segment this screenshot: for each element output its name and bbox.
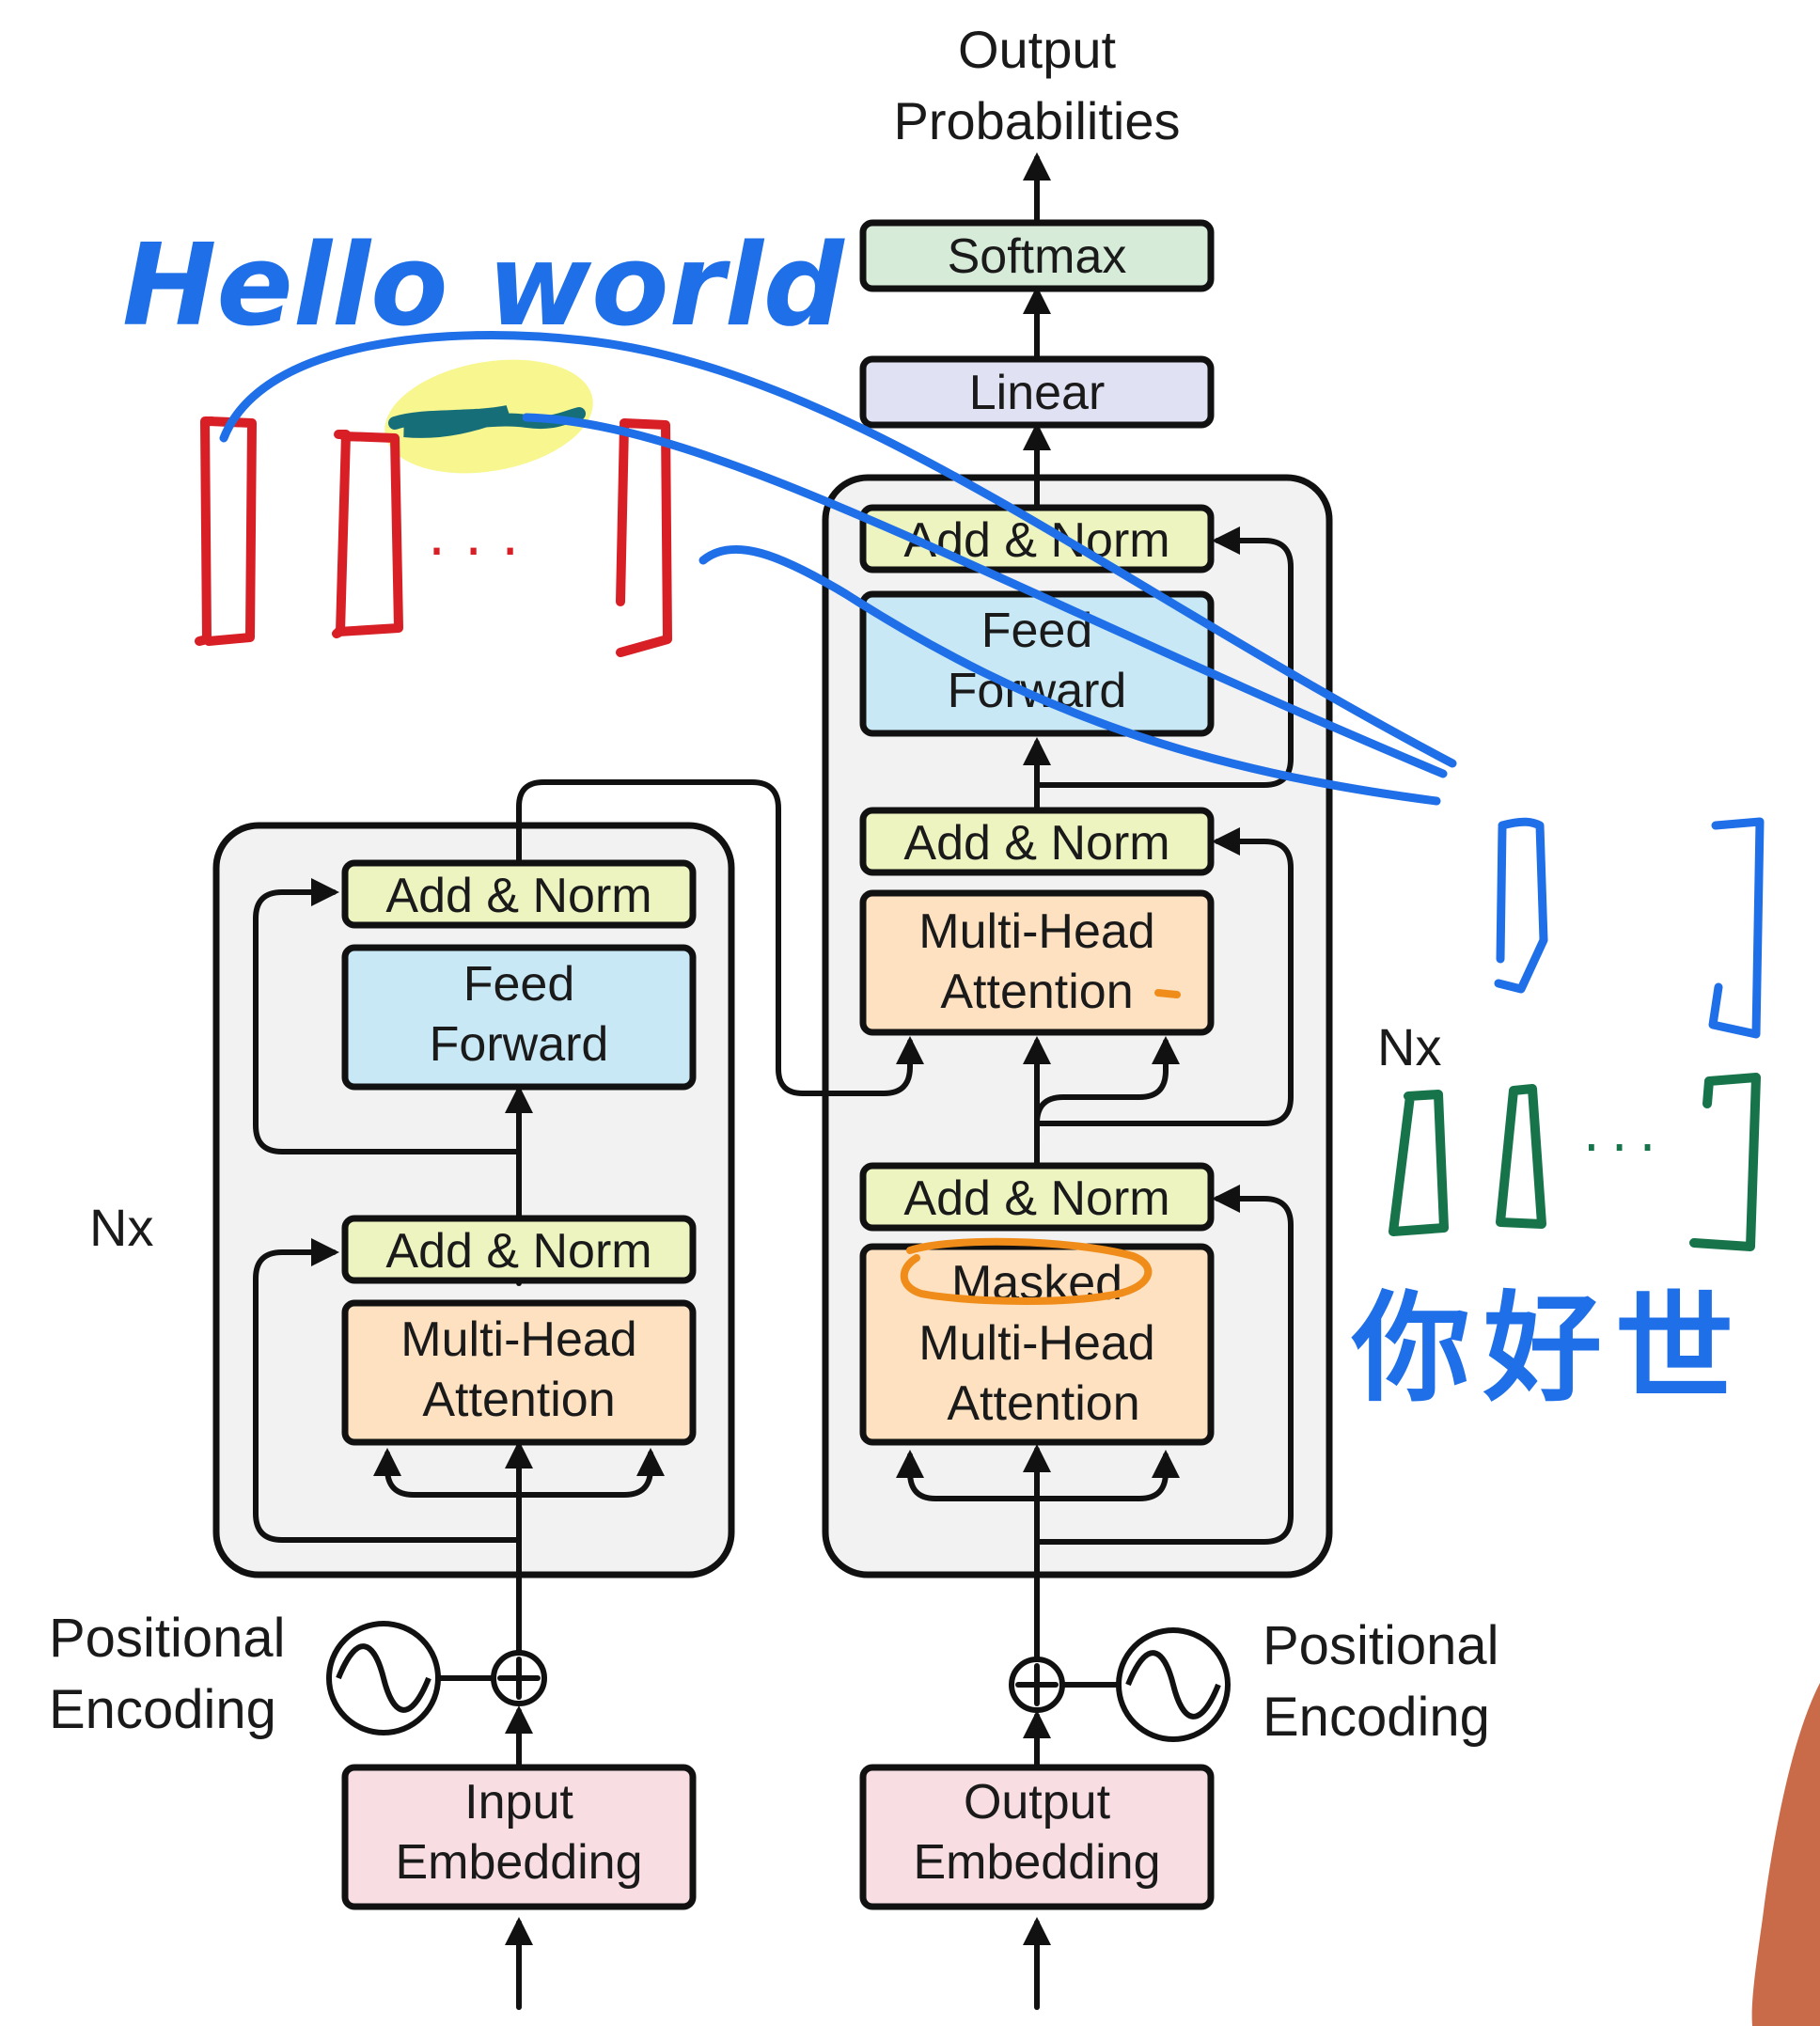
decoder-masked-attention-line2: Multi-Head (918, 1316, 1154, 1371)
input-embedding-line1: Input (464, 1775, 573, 1830)
encoder-stack (212, 822, 735, 1578)
green-ellipsis: ... (1583, 1103, 1667, 1164)
blue-connection-curve-1 (219, 330, 1457, 768)
handwritten-chinese: 你好世 (1351, 1280, 1747, 1418)
output-embedding-line1: Output (964, 1775, 1111, 1830)
decoder-positional-encoding-line1: Positional (1263, 1615, 1498, 1676)
encoder-add-norm-bottom (341, 1215, 697, 1284)
encoder-positional-encoding-line1: Positional (49, 1608, 285, 1669)
decoder-repeat-label: Nx (1377, 1017, 1441, 1076)
softmax-label: Softmax (948, 229, 1127, 284)
input-embedding-block (341, 1764, 697, 1910)
encoder-feed-forward-block (341, 944, 697, 1091)
encoder-add-norm-top-label: Add & Norm (385, 869, 651, 923)
blue-connection-curve-2 (522, 413, 1448, 778)
decoder-add-norm-bottom-label: Add & Norm (903, 1171, 1169, 1226)
output-embedding-line2: Embedding (913, 1835, 1160, 1890)
blue-vector-bracket-2 (1708, 817, 1765, 1039)
encoder-attention-line2: Attention (422, 1373, 615, 1427)
green-vector-bracket-2 (1496, 1084, 1546, 1229)
red-vector-bracket-1 (195, 416, 257, 646)
red-vector-bracket-3 (616, 418, 672, 657)
green-vector-bracket-3 (1689, 1073, 1761, 1251)
orange-circle-masked (900, 1237, 1153, 1305)
decoder-cross-attention-line2: Attention (940, 965, 1133, 1019)
encoder-feed-forward-line1: Feed (463, 957, 575, 1012)
encoder-attention-block (341, 1299, 697, 1446)
red-ellipsis: ... (428, 503, 538, 569)
output-embedding-block (859, 1764, 1215, 1910)
blue-connection-curve-3 (698, 544, 1441, 806)
orange-dash (1154, 989, 1181, 998)
handwritten-hello-world: Hello world (122, 221, 845, 352)
decoder-masked-attention-line3: Attention (947, 1376, 1139, 1431)
decoder-add-norm-middle-label: Add & Norm (903, 816, 1169, 871)
input-embedding-line2: Embedding (395, 1835, 642, 1890)
linear-block (859, 355, 1215, 429)
presenter-arm (1751, 1683, 1820, 2026)
encoder-add-norm-top (341, 859, 697, 929)
output-label-line1: Output (958, 20, 1117, 79)
red-vector-bracket-2 (332, 430, 403, 638)
encoder-positional-encoding-line2: Encoding (49, 1679, 276, 1740)
encoder-repeat-label: Nx (89, 1198, 153, 1257)
encoder-attention-line1: Multi-Head (400, 1312, 636, 1367)
encoder-feed-forward-line2: Forward (430, 1017, 609, 1072)
decoder-add-norm-bottom (859, 1162, 1215, 1232)
linear-label: Linear (969, 366, 1106, 420)
decoder-cross-attention-block (859, 889, 1215, 1036)
decoder-cross-attention-line1: Multi-Head (918, 904, 1154, 959)
output-label-line2: Probabilities (893, 91, 1180, 150)
green-vector-bracket-1 (1389, 1090, 1449, 1236)
decoder-add-norm-middle (859, 807, 1215, 876)
decoder-positional-encoding-line2: Encoding (1263, 1687, 1490, 1748)
encoder-add-norm-bottom-label: Add & Norm (385, 1224, 651, 1279)
blue-vector-bracket-1 (1494, 817, 1548, 994)
softmax-block (859, 219, 1215, 292)
